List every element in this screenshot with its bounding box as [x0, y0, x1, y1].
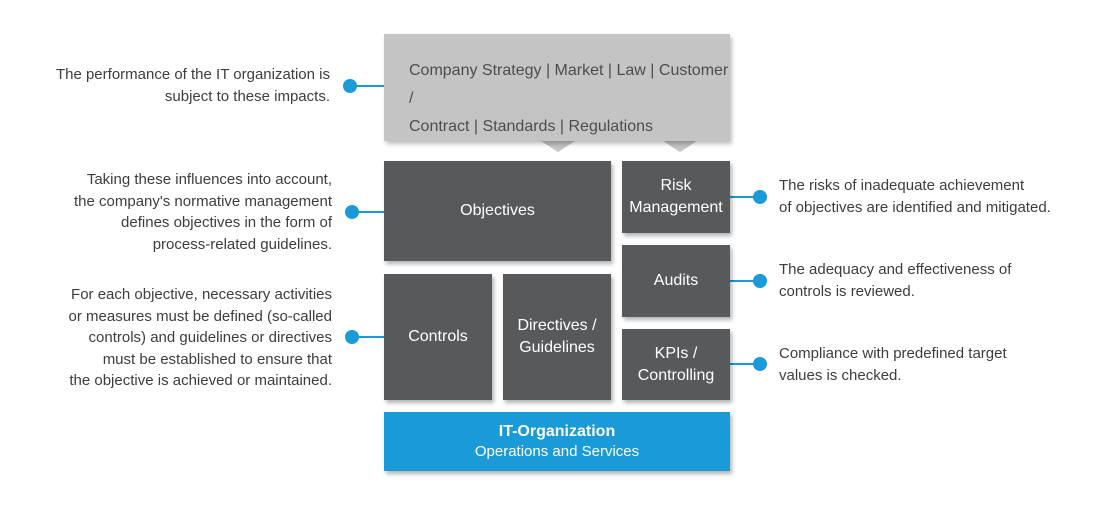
connector-risk-management — [730, 190, 767, 204]
annotation-controls: For each objective, necessary activities… — [68, 286, 332, 389]
connector-objectives — [345, 205, 384, 219]
connector-kpis — [730, 357, 767, 371]
directives-box: Directives / Guidelines — [503, 274, 611, 400]
impacts-pointer-objectives — [541, 141, 575, 152]
it-organization-title: IT-Organization — [498, 422, 616, 440]
risk-management-box: Risk Management — [622, 161, 730, 233]
annotation-objectives: Taking these influences into account, th… — [74, 171, 332, 253]
connector-audits — [730, 274, 767, 288]
controls-box: Controls — [384, 274, 492, 400]
annotation-kpis: Compliance with predefined target values… — [779, 345, 1007, 384]
objectives-box: Objectives — [384, 161, 611, 261]
kpis-box: KPIs / Controlling — [622, 329, 730, 400]
impacts-text: Company Strategy | Market | Law | Custom… — [409, 62, 729, 135]
audits-box: Audits — [622, 245, 730, 317]
connector-impacts — [343, 79, 384, 93]
it-organization-subtitle: Operations and Services — [474, 442, 640, 460]
annotation-risk-management: The risks of inadequate achievement of o… — [779, 177, 1051, 216]
connector-controls — [345, 330, 384, 344]
impacts-pointer-risk — [663, 141, 697, 152]
annotation-impacts: The performance of the IT organization i… — [55, 66, 330, 105]
it-organization-box: IT-Organization Operations and Services — [384, 412, 730, 471]
annotation-audits: The adequacy and effectiveness of contro… — [779, 261, 1012, 300]
impacts-box: Company Strategy | Market | Law | Custom… — [384, 34, 730, 141]
